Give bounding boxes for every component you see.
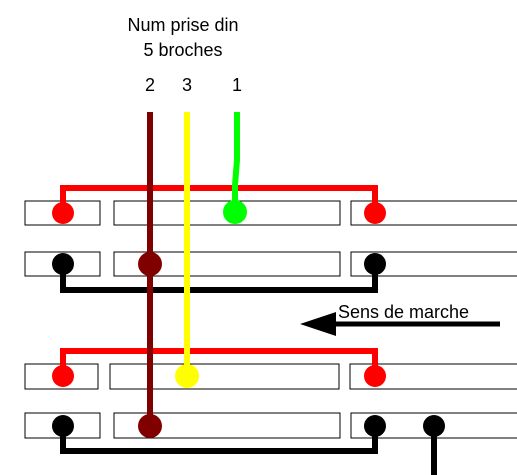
black-dot — [364, 253, 386, 275]
dark-red-dot — [138, 414, 162, 438]
upper-red-bridge-wire — [60, 185, 378, 213]
yellow-dot — [175, 364, 199, 388]
pin-1-wire — [232, 112, 240, 212]
pin-label-2: 2 — [145, 75, 155, 95]
direction-label: Sens de marche — [338, 302, 469, 322]
pin-label-3: 3 — [182, 75, 192, 95]
red-dot — [52, 365, 74, 387]
lower-red-bridge-wire — [60, 348, 378, 376]
title-line-1: Num prise din — [127, 15, 238, 35]
black-dot — [423, 415, 445, 437]
lower-rail-a-middle — [109, 363, 340, 390]
black-dot — [364, 415, 386, 437]
green-dot — [223, 200, 247, 224]
pin-label-1: 1 — [232, 75, 242, 95]
left-arrow-icon — [300, 312, 336, 336]
direction-arrow — [300, 312, 500, 336]
title-line-2: 5 broches — [143, 40, 222, 60]
dark-red-dot — [138, 252, 162, 276]
red-dot — [52, 202, 74, 224]
red-dot — [364, 202, 386, 224]
black-dot — [52, 415, 74, 437]
lower-black-bridge-wire — [60, 426, 378, 454]
black-dot — [52, 253, 74, 275]
upper-black-bridge-wire — [60, 264, 378, 293]
red-dot — [364, 365, 386, 387]
